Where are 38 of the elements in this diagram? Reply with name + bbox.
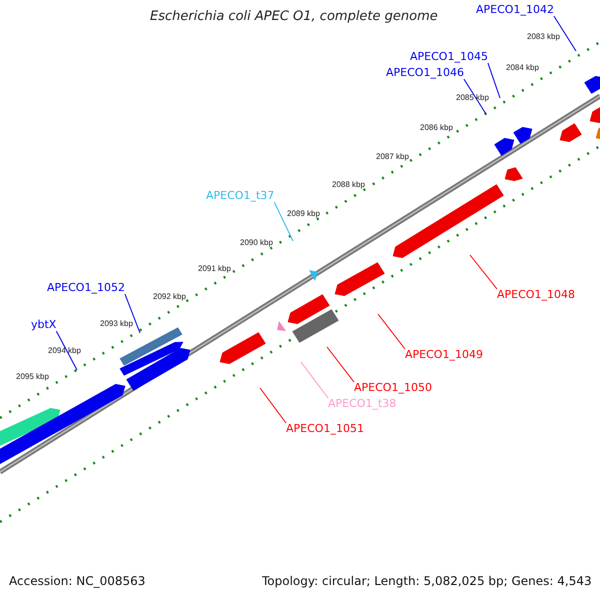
position-label: 2092 kbp bbox=[153, 293, 186, 302]
position-label: 2095 kbp bbox=[16, 373, 49, 382]
position-label: 2089 kbp bbox=[287, 210, 320, 219]
leader-line bbox=[470, 254, 498, 290]
gene-label: APECO1_1042 bbox=[476, 4, 554, 16]
leader-line bbox=[274, 202, 294, 242]
gene-label: APECO1_1046 bbox=[386, 67, 464, 80]
gene-label: APECO1_1051 bbox=[286, 423, 364, 436]
leader-line bbox=[326, 346, 354, 382]
leader-line bbox=[463, 78, 486, 114]
position-label: 2091 kbp bbox=[198, 265, 231, 274]
gene-label: APECO1_1045 bbox=[410, 51, 488, 64]
leader-line bbox=[124, 294, 140, 334]
position-label: 2093 kbp bbox=[100, 320, 133, 329]
gene-label: APECO1_1052 bbox=[47, 282, 125, 294]
position-label: 2086 kbp bbox=[420, 124, 453, 133]
position-label: 2084 kbp bbox=[506, 64, 539, 73]
position-label: 2094 kbp bbox=[48, 347, 81, 356]
leader-line bbox=[56, 330, 78, 370]
position-label: 2090 kbp bbox=[240, 239, 273, 248]
position-label: 2083 kbp bbox=[527, 33, 560, 42]
info-text: Topology: circular; Length: 5,082,025 bp; Genes: 4,543 bbox=[262, 575, 592, 588]
gene-label: APECO1_t38 bbox=[328, 398, 396, 410]
gene-label: APECO1_1050 bbox=[354, 382, 432, 394]
gene-label: ybtX bbox=[31, 319, 56, 332]
position-label: 2088 kbp bbox=[332, 181, 365, 190]
leader-line bbox=[300, 362, 328, 398]
info-text: Accession: NC_008563 bbox=[9, 575, 146, 588]
leader-line bbox=[260, 388, 286, 424]
gene-label: APECO1_1048 bbox=[497, 289, 575, 302]
leader-line bbox=[378, 314, 406, 350]
gene-label: APECO1_1049 bbox=[405, 349, 483, 362]
position-label: 2085 kbp bbox=[456, 94, 489, 103]
gene-label: APECO1_t37 bbox=[206, 190, 274, 202]
position-label: 2087 kbp bbox=[376, 153, 409, 162]
title: Escherichia coli APEC O1, complete genome bbox=[150, 10, 438, 24]
leader-line bbox=[553, 16, 576, 52]
leader-line bbox=[487, 62, 500, 98]
